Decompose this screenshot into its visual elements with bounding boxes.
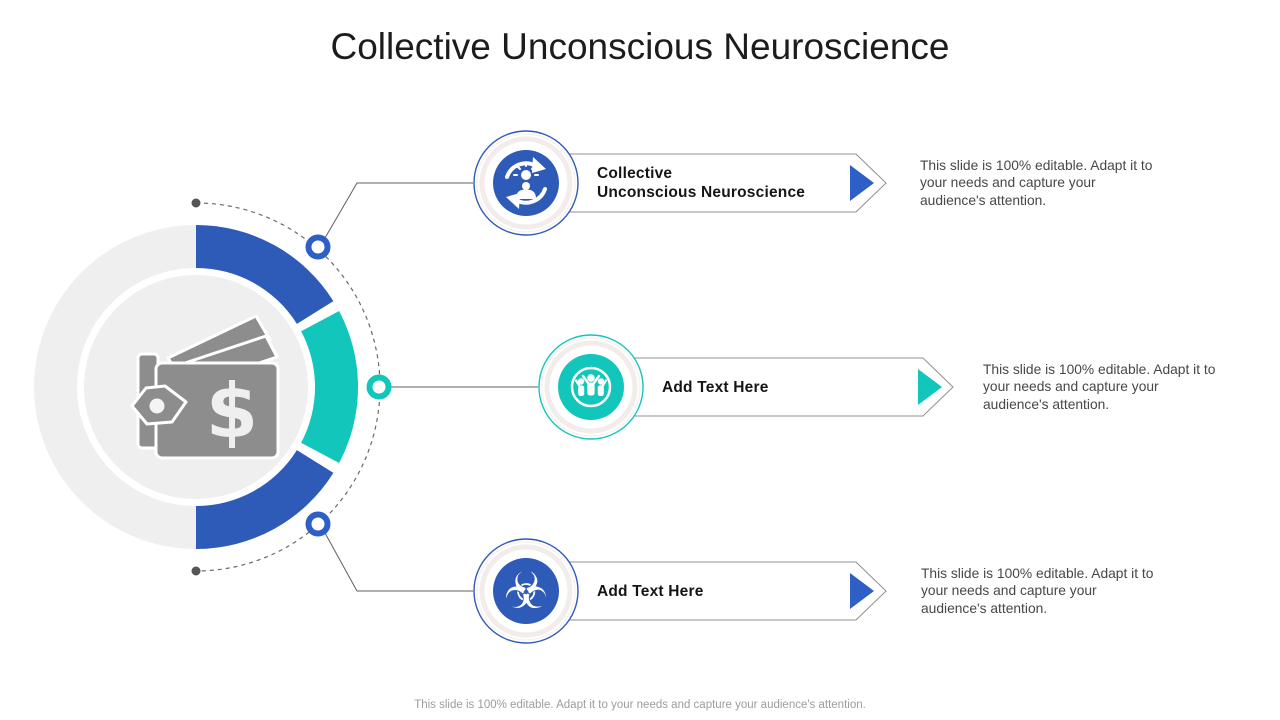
dollar-sign-glyph: $ — [206, 367, 258, 455]
page-title: Collective Unconscious Neuroscience — [330, 26, 950, 67]
branch-3-inner-ring — [479, 544, 573, 638]
branch-1-description: This slide is 100% editable. Adapt it to… — [920, 158, 1153, 208]
banner-2-label: Add Text Here — [662, 358, 769, 416]
connector-line-1 — [324, 182, 473, 239]
arc-segment-top-blue — [196, 224, 334, 324]
banner-3-label: Add Text Here — [597, 562, 704, 620]
node-ring-2 — [366, 374, 392, 400]
branch-2-inner-ring2 — [541, 337, 641, 437]
branch-circle-2 — [538, 334, 644, 440]
banner-1-arrow-icon — [850, 165, 874, 201]
node-ring-3 — [305, 511, 331, 537]
branch-1-inner-ring2 — [476, 133, 576, 233]
banner-3-arrow-icon — [850, 573, 874, 609]
banner-2-label-line1: Add Text Here — [662, 378, 769, 396]
banner-2-arrow-icon — [918, 369, 942, 405]
branch-1-inner-ring — [479, 136, 573, 230]
banner-3-label-line1: Add Text Here — [597, 582, 704, 600]
arc-segment-bottom-blue — [196, 450, 334, 549]
branch-3-description: This slide is 100% editable. Adapt it to… — [921, 566, 1154, 616]
banner-1-label: Collective Unconscious Neuroscience — [597, 154, 805, 212]
arc-segment-middle-teal — [301, 311, 359, 463]
arc-end-dot-top — [191, 198, 201, 208]
arc-end-dot-bottom — [191, 566, 201, 576]
node-ring-1 — [305, 234, 331, 260]
biohazard-icon: ☣ — [504, 562, 549, 620]
idea-person-cycle-icon — [505, 157, 547, 209]
branch-3-inner-ring2 — [476, 541, 576, 641]
branch-3-disc — [493, 558, 559, 624]
gray-half-ring — [34, 225, 197, 549]
branch-2-description: This slide is 100% editable. Adapt it to… — [983, 362, 1216, 412]
banner-1-label-line2: Unconscious Neuroscience — [597, 184, 806, 201]
banner-3 — [525, 561, 887, 621]
banner-3-shape — [525, 561, 887, 621]
price-tag-hole — [149, 398, 165, 414]
banner-2-shape — [590, 357, 954, 417]
banner-2 — [590, 357, 954, 417]
branch-circle-1 — [473, 130, 579, 236]
connector-line-3 — [324, 532, 473, 592]
branch-2-inner-ring — [544, 340, 638, 434]
team-people-icon — [570, 366, 612, 408]
wallet-money-icon: $ — [130, 314, 280, 460]
footer-note: This slide is 100% editable. Adapt it to… — [414, 699, 866, 711]
banner-1-label-line1: Collective — [597, 165, 673, 182]
branch-circle-3: ☣ — [473, 538, 579, 644]
center-donut-graphic: $ — [34, 224, 359, 549]
